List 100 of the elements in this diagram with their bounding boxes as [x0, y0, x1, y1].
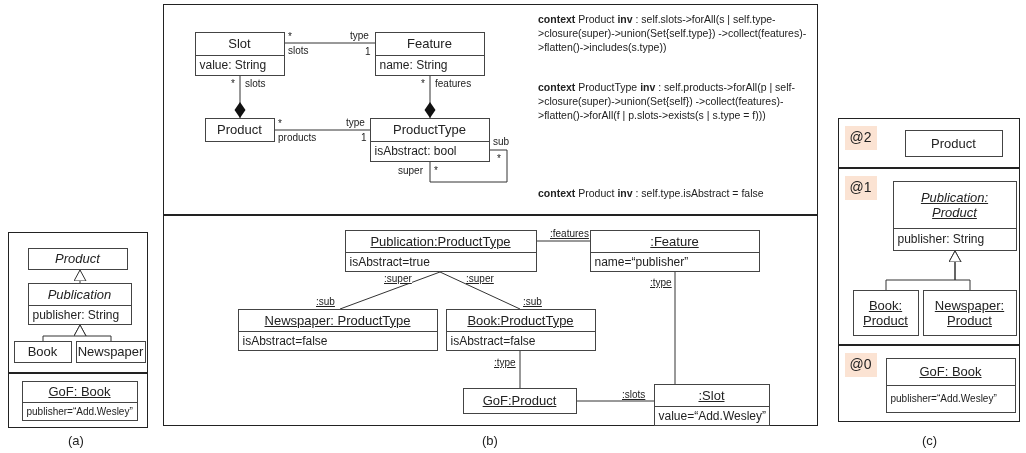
edge-label: :features	[550, 228, 589, 239]
attribute-text: value: String	[195, 54, 284, 75]
association-line	[339, 271, 441, 310]
class-box	[369, 117, 490, 162]
object-box	[462, 387, 577, 414]
attribute-text: value=“Add.Wesley”	[654, 405, 769, 425]
edge-label: :slots	[622, 389, 646, 400]
object-name: Book:ProductType	[466, 311, 575, 330]
panel-section	[838, 345, 1020, 422]
role-label: *	[288, 31, 292, 42]
edge-label: :type	[494, 357, 516, 368]
object-box	[445, 308, 596, 351]
composition-line	[424, 75, 436, 119]
level-tag: @0	[844, 352, 877, 377]
level-tag: @2	[844, 125, 877, 150]
class-box	[194, 31, 285, 76]
role-label: *	[278, 118, 282, 129]
association-line	[439, 271, 521, 310]
class-name: Product	[930, 134, 977, 153]
object-name: Newspaper: ProductType	[263, 311, 412, 330]
class-box	[13, 340, 72, 363]
class-name: Product	[216, 121, 263, 139]
generalization-arrow	[948, 250, 971, 291]
object-name: Newspaper: Product	[933, 296, 1006, 330]
panel-caption: (b)	[482, 433, 498, 448]
composition-line	[234, 75, 246, 119]
role-label: *	[434, 165, 438, 176]
object-name: Book: Product	[862, 296, 909, 330]
role-label: *	[231, 78, 235, 89]
object-name: :Slot	[697, 386, 726, 405]
attribute-text: isAbstract=true	[345, 251, 536, 271]
attribute-text: isAbstract: bool	[370, 140, 489, 161]
role-label: :super	[466, 273, 494, 284]
object-name: GoF: Book	[47, 383, 112, 401]
class-box	[204, 117, 275, 142]
association-line	[536, 240, 591, 242]
role-label: :sub	[523, 296, 542, 307]
panel-caption: (c)	[922, 433, 938, 448]
class-box	[27, 247, 128, 270]
attribute-text: isAbstract=false	[446, 330, 595, 350]
role-label: slots	[245, 78, 266, 89]
role-label: :super	[384, 273, 412, 284]
role-label: *	[421, 78, 425, 89]
generalization-arrow	[73, 269, 87, 284]
object-name: Publication:ProductType	[369, 232, 512, 251]
association-line	[519, 350, 521, 389]
role-label: type	[346, 117, 365, 128]
object-box	[21, 380, 138, 421]
constraint-text: context ProductType inv : self.products->forAll(p | self->closure(super)->union(Set{self}) ->collect(features)->flatten()->forAll(f | p.slots->exists(s | s.type = f)))	[538, 80, 796, 122]
class-name: Publication	[46, 285, 113, 304]
generalization-arrow	[73, 324, 112, 342]
constraint-text: context Product inv : self.slots->forAll(s | self.type->closure(super)->union(Set{self.type}) ->collect(features)->flatten()->includes(s.type))	[538, 12, 808, 54]
attribute-text: publisher: String	[28, 304, 131, 324]
class-name: ProductType	[392, 121, 467, 139]
object-box	[852, 289, 919, 336]
object-box	[589, 229, 760, 272]
association-line	[274, 129, 371, 131]
object-box	[892, 180, 1017, 251]
role-label: super	[398, 165, 423, 176]
panel-section	[8, 232, 148, 373]
panel-caption: (a)	[68, 433, 84, 448]
role-label: type	[350, 30, 369, 41]
class-name: Book	[26, 343, 59, 361]
role-label: 1	[361, 132, 367, 143]
class-name: Newspaper	[76, 343, 145, 361]
attribute-text: isAbstract=false	[238, 330, 437, 350]
attribute-text: publisher=“Add.Wesley”	[22, 401, 137, 420]
role-label: 1	[365, 46, 371, 57]
object-name: :Feature	[649, 232, 700, 251]
role-label: sub	[493, 136, 510, 147]
panel-section	[163, 4, 818, 215]
object-box	[653, 383, 770, 426]
object-name: GoF: Book	[918, 363, 983, 381]
class-box	[374, 31, 485, 76]
role-label: features	[435, 78, 472, 89]
role-label: :sub	[316, 296, 335, 307]
attribute-text: publisher=“Add.Wesley”	[886, 384, 1015, 412]
object-box	[237, 308, 438, 351]
class-box	[27, 282, 132, 325]
role-label: *	[497, 153, 501, 164]
class-name: Feature	[406, 35, 453, 53]
association-line	[576, 400, 655, 402]
association-line	[674, 271, 676, 385]
constraint-text: context Product inv : self.type.isAbstract = false	[538, 186, 765, 200]
panel-section	[838, 168, 1020, 345]
object-box	[344, 229, 537, 272]
level-tag: @1	[844, 175, 877, 200]
association-line	[429, 149, 508, 183]
role-label: products	[278, 132, 317, 143]
attribute-text: name: String	[375, 54, 484, 75]
class-name: Product	[54, 250, 102, 268]
class-name: Slot	[227, 35, 252, 53]
attribute-text: publisher: String	[893, 227, 1016, 250]
panel-section	[838, 118, 1020, 168]
class-box	[904, 129, 1003, 157]
attribute-text: name=“publisher”	[590, 251, 759, 271]
object-box	[885, 357, 1016, 413]
role-label: slots	[288, 45, 309, 56]
edge-label: :type	[650, 277, 672, 288]
object-name: Publication: Product	[919, 188, 990, 222]
